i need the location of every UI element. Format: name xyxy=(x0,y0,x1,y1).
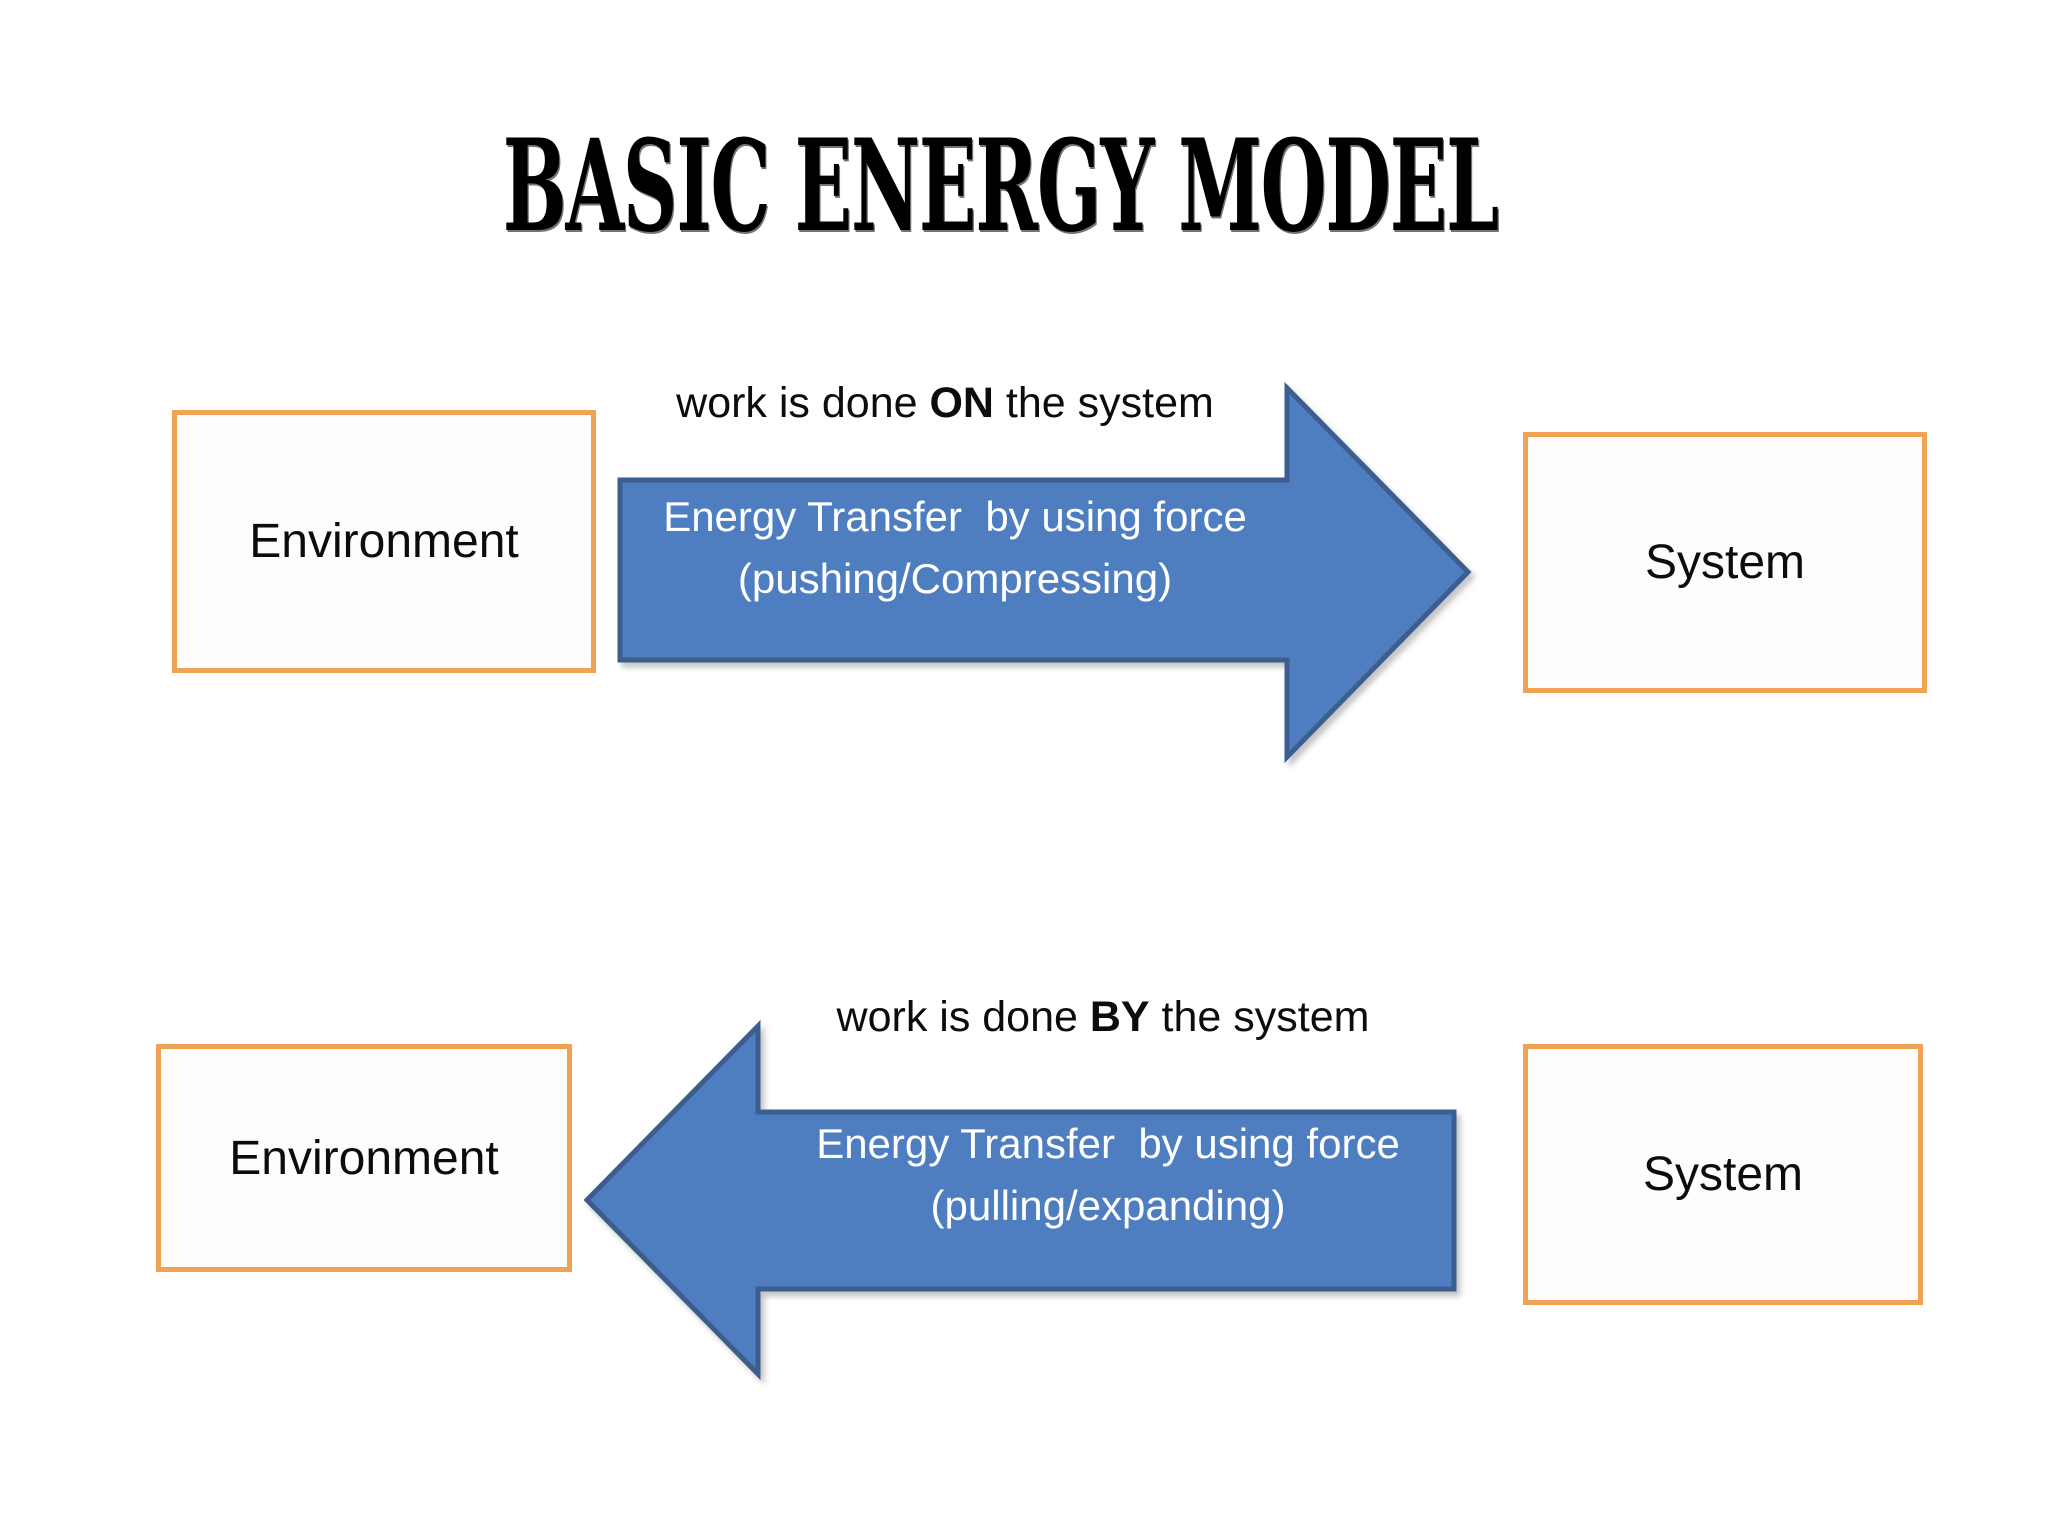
page-title-text: BASIC ENERGY MODEL xyxy=(502,112,1499,260)
energy-arrow-right xyxy=(617,381,1472,764)
environment-box-bottom: Environment xyxy=(156,1044,572,1272)
caption-by-suffix: the system xyxy=(1149,993,1370,1041)
caption-on-prefix: work is done xyxy=(676,379,930,427)
arrow-label-top: Energy Transfer by using force (pushing/… xyxy=(625,480,1285,615)
arrow-right-shape xyxy=(617,381,1472,764)
caption-work-by: work is done BY the system xyxy=(758,987,1448,1047)
arrow-left-shape xyxy=(583,1019,1457,1381)
arrow-label-bottom: Energy Transfer by using force (pulling/… xyxy=(762,1110,1454,1240)
environment-label-bottom: Environment xyxy=(229,1131,499,1185)
energy-arrow-left xyxy=(583,1019,1457,1381)
arrow-bottom-line2: (pulling/expanding) xyxy=(930,1182,1286,1229)
system-label-top: System xyxy=(1644,536,1806,589)
caption-on-emphasis: ON xyxy=(929,379,994,427)
caption-on-suffix: the system xyxy=(993,379,1214,427)
caption-by-emphasis: BY xyxy=(1089,993,1150,1041)
arrow-top-line2: (pushing/Compressing) xyxy=(737,554,1173,602)
environment-label-top: Environment xyxy=(249,515,519,568)
page-title: BASIC ENERGY MODEL xyxy=(0,112,2000,260)
system-label-bottom: System xyxy=(1642,1148,1804,1201)
system-box-top: System xyxy=(1523,432,1927,693)
arrow-bottom-line1: Energy Transfer by using force xyxy=(816,1120,1400,1167)
environment-box-top: Environment xyxy=(172,410,596,673)
caption-by-prefix: work is done xyxy=(836,993,1090,1041)
caption-work-on: work is done ON the system xyxy=(600,373,1290,433)
system-box-bottom: System xyxy=(1523,1044,1923,1305)
arrow-top-line1: Energy Transfer by using force xyxy=(663,492,1247,540)
